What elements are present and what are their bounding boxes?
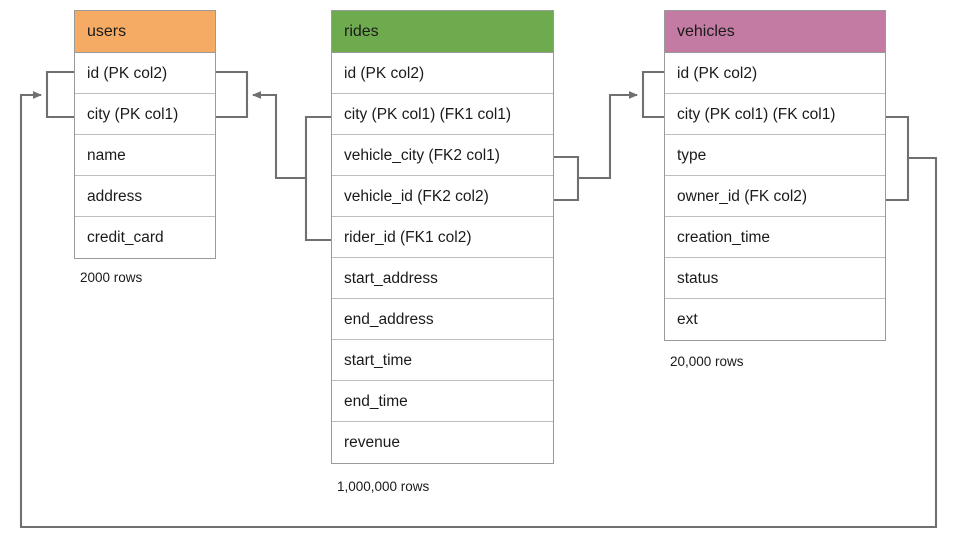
table-rides-column-vehicle-city[interactable]: vehicle_city (FK2 col1) [332,135,553,176]
table-vehicles[interactable]: vehicles id (PK col2) city (PK col1) (FK… [664,10,886,341]
edge-vehicles-left-bracket [641,70,664,119]
table-rides[interactable]: rides id (PK col2) city (PK col1) (FK1 c… [331,10,554,464]
table-users-column-name[interactable]: name [75,135,215,176]
table-vehicles-column-type[interactable]: type [665,135,885,176]
table-vehicles-column-id[interactable]: id (PK col2) [665,53,885,94]
edge-rides-right-bracket [554,155,580,202]
edge-vehicles-right-bracket [886,115,910,202]
table-users-column-id[interactable]: id (PK col2) [75,53,215,94]
edge-users-right-bracket [216,70,249,119]
table-rides-column-start-time[interactable]: start_time [332,340,553,381]
table-users-column-city[interactable]: city (PK col1) [75,94,215,135]
table-users-column-credit-card[interactable]: credit_card [75,217,215,258]
table-vehicles-header: vehicles [665,11,885,53]
edge-rides-fk1-to-users [252,91,306,180]
table-rides-column-city[interactable]: city (PK col1) (FK1 col1) [332,94,553,135]
table-users-header: users [75,11,215,53]
table-rides-column-end-address[interactable]: end_address [332,299,553,340]
table-vehicles-column-creation-time[interactable]: creation_time [665,217,885,258]
table-rides-column-id[interactable]: id (PK col2) [332,53,553,94]
edge-rides-left-bracket [304,115,331,242]
edge-users-left-bracket [45,70,74,119]
edge-rides-fk2-to-vehicles [578,91,638,180]
table-users[interactable]: users id (PK col2) city (PK col1) name a… [74,10,216,259]
table-vehicles-column-ext[interactable]: ext [665,299,885,340]
table-vehicles-column-owner-id[interactable]: owner_id (FK col2) [665,176,885,217]
table-rides-column-rider-id[interactable]: rider_id (FK1 col2) [332,217,553,258]
table-vehicles-row-count: 20,000 rows [670,354,744,369]
table-vehicles-column-city[interactable]: city (PK col1) (FK col1) [665,94,885,135]
table-users-column-address[interactable]: address [75,176,215,217]
table-rides-column-vehicle-id[interactable]: vehicle_id (FK2 col2) [332,176,553,217]
table-vehicles-column-status[interactable]: status [665,258,885,299]
table-rides-row-count: 1,000,000 rows [337,479,430,494]
table-rides-header: rides [332,11,553,53]
table-rides-column-end-time[interactable]: end_time [332,381,553,422]
table-rides-column-revenue[interactable]: revenue [332,422,553,463]
table-users-row-count: 2000 rows [80,270,143,285]
table-rides-column-start-address[interactable]: start_address [332,258,553,299]
